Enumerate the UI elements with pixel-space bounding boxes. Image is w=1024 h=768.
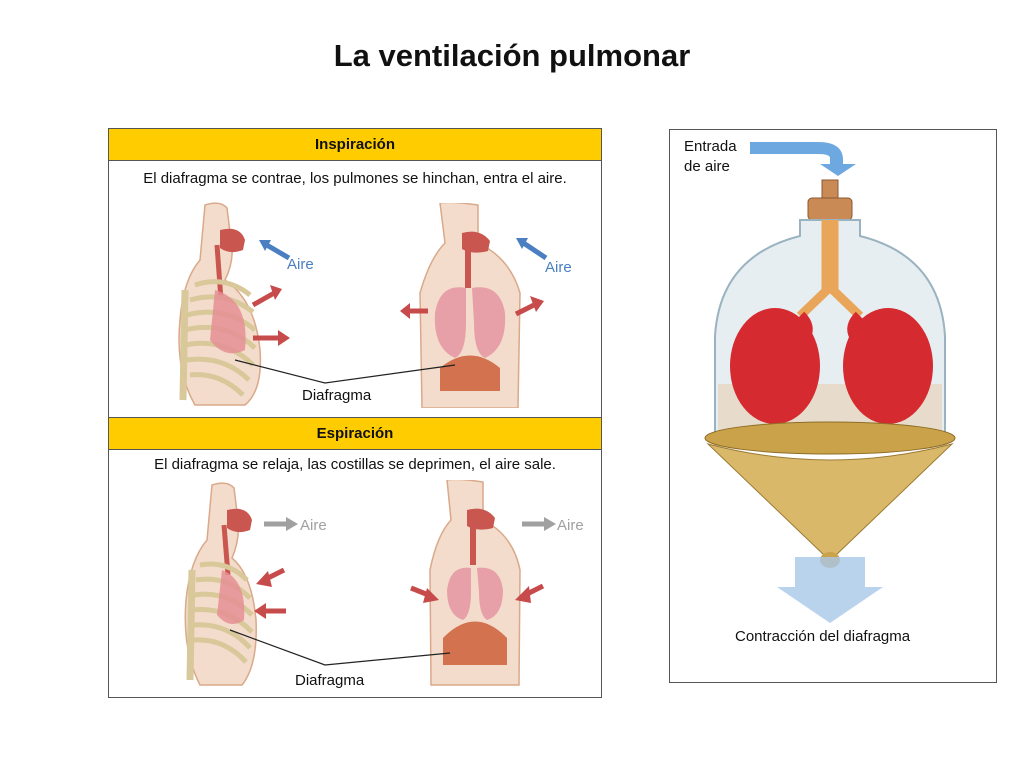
expiration-side-red-arrows (254, 567, 286, 619)
inspiration-front-red-arrows (400, 296, 544, 319)
inspiration-front-air-arrow-icon (516, 238, 548, 260)
expiration-front-view-figure (429, 480, 521, 686)
inspiration-side-view-figure (178, 202, 262, 406)
page-title: La ventilación pulmonar (333, 38, 691, 73)
inspiration-diaphragm-pointer-lines (234, 359, 456, 384)
inspiracion-description: El diafragma se contrae, los pulmones se… (143, 170, 567, 187)
inspiration-diaphragm-label: Diafragma (302, 387, 372, 404)
expiration-air-label-left: Aire (300, 517, 327, 534)
expiration-front-air-arrow-icon (522, 517, 556, 531)
inspiration-side-air-arrow-icon (259, 240, 291, 261)
expiration-side-view-figure (184, 482, 257, 686)
expiration-front-red-arrows (410, 583, 545, 603)
expiration-air-label-right: Aire (557, 517, 584, 534)
expiration-diaphragm-label: Diafragma (295, 672, 365, 689)
breathing-table: Inspiración El diafragma se contrae, los… (108, 128, 602, 698)
inspiration-air-label-left: Aire (287, 256, 314, 273)
bell-jar-illustration (704, 179, 956, 568)
inspiration-side-red-arrows (251, 285, 290, 346)
expiration-side-air-arrow-icon (264, 517, 298, 531)
inspiration-air-label-right: Aire (545, 259, 572, 276)
espiracion-header: Espiración (109, 417, 601, 450)
model-caption: Contracción del diafragma (735, 628, 911, 645)
air-intake-arrow-icon (750, 142, 856, 176)
diaphragm-pull-arrow-icon (777, 557, 883, 623)
bell-jar-model-panel (669, 129, 997, 683)
entrada-label-line2: de aire (684, 158, 730, 175)
expiration-diaphragm-pointer-lines (229, 629, 451, 666)
inspiracion-header: Inspiración (109, 129, 601, 161)
entrada-label-line1: Entrada (684, 138, 737, 155)
espiracion-description: El diafragma se relaja, las costillas se… (154, 456, 556, 473)
inspiration-front-view-figure (419, 203, 521, 408)
